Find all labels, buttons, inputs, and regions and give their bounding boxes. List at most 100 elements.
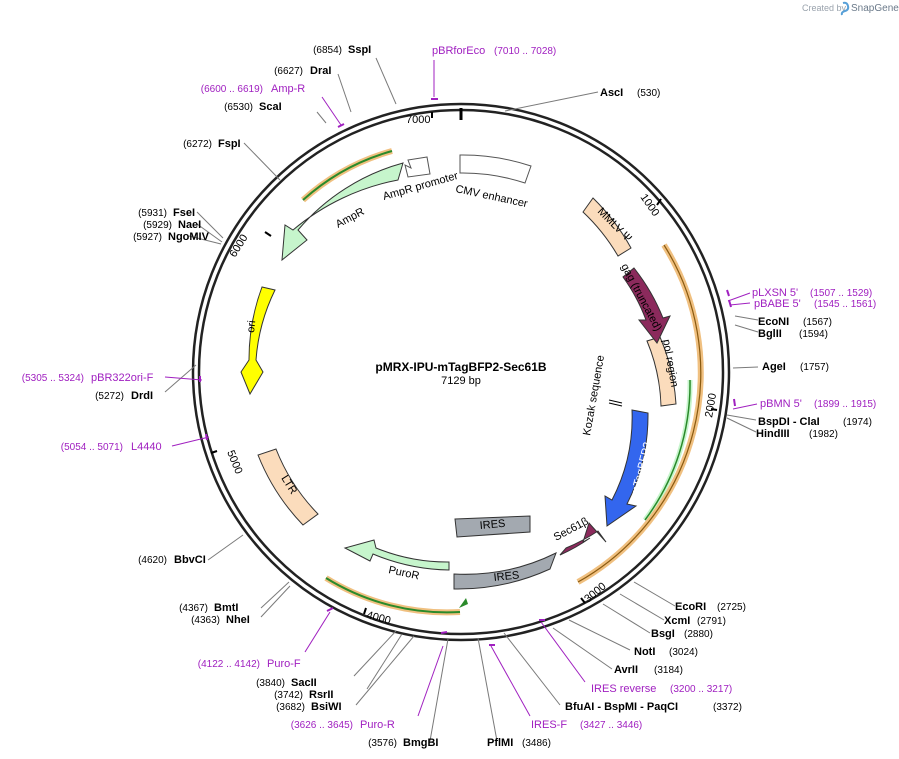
primer-puro-r[interactable]: Puro-R [360,719,395,731]
primer-range-puro-f: (4122 .. 4142) [198,659,260,670]
primer-pbabe-5[interactable]: pBABE 5' [754,298,801,310]
site-pos-sspi: (6854) [313,45,342,56]
site-pos-noti: (3024) [669,647,698,658]
site-pos-xcmi: (2791) [697,616,726,627]
credit-prefix: Created by [802,3,847,13]
site-fsei[interactable]: FseI [173,207,195,219]
primer-ires-reverse[interactable]: IRES reverse [591,683,656,695]
site-rsrii[interactable]: RsrII [309,689,333,701]
feature-cmv-enhancer[interactable] [459,154,532,184]
feature-ampr-label: AmpR [334,206,367,231]
site-pos-rsrii: (3742) [274,690,303,701]
site-pos-hindiii: (1982) [809,429,838,440]
site-pos-avrii: (3184) [654,665,683,676]
tick-label-1000: 1000 [638,192,662,219]
site-pos-pflmi: (3486) [522,738,551,749]
site-pos-bsiwi: (3682) [276,702,305,713]
site-pos-bsgi: (2880) [684,629,713,640]
site-labels: (6854) SspI (6627) DraI (6530) ScaI (627… [95,44,872,749]
primer-plxsn-5[interactable]: pLXSN 5' [752,287,798,299]
feature-ires-lower[interactable] [453,551,557,590]
feature-cmv-enhancer-label: CMV enhancer [454,183,529,210]
orf-gagpol-inner [577,244,702,583]
feature-ampr-promoter[interactable] [404,156,431,178]
feature-mtagbfp2[interactable] [604,409,649,527]
site-pos-bfuai: (3372) [713,702,742,713]
site-drdi[interactable]: DrdI [131,390,153,402]
site-bsgi[interactable]: BsgI [651,628,675,640]
site-noti[interactable]: NotI [634,646,655,658]
primer-range-amp-r: (6600 .. 6619) [201,84,263,95]
site-sacii[interactable]: SacII [291,677,317,689]
feature-ires-upper-label: IRES [479,518,506,532]
tick-2000 [710,408,718,411]
site-pos-asci: (530) [637,88,660,99]
site-pos-drdi: (5272) [95,391,124,402]
site-bbvci[interactable]: BbvCI [174,554,206,566]
plasmid-name: pMRX-IPU-mTagBFP2-Sec61B [375,360,546,374]
primer-range-pbrforeco: (7010 .. 7028) [494,46,556,57]
feature-gag[interactable] [622,267,671,344]
site-pos-ecori: (2725) [717,602,746,613]
site-bspdi-clai[interactable]: BspDI - ClaI [758,416,820,428]
site-pos-drai: (6627) [274,66,303,77]
primer-pbrforeco[interactable]: pBRforEco [432,45,485,57]
primer-range-ires-reverse: (3200 .. 3217) [670,684,732,695]
primer-range-pbabe-5: (1545 .. 1561) [814,299,876,310]
site-pos-bbvci: (4620) [138,555,167,566]
credit-brand: SnapGene [851,3,899,14]
snapgene-logo-icon [840,1,850,16]
feature-sec61b[interactable] [559,522,607,556]
site-ngomiv[interactable]: NgoMIV [168,231,210,243]
feature-ires-upper[interactable] [454,515,531,538]
site-bsiwi[interactable]: BsiWI [311,701,342,713]
site-agei[interactable]: AgeI [762,361,786,373]
feature-ltr[interactable] [257,448,319,526]
site-asci[interactable]: AscI [600,87,623,99]
site-bglii[interactable]: BglII [758,328,782,340]
orf-puror-arrowhead [459,598,468,608]
orf-bfp-inner [644,379,691,521]
site-pos-fsei: (5931) [138,208,167,219]
primer-range-l4440: (5054 .. 5071) [61,442,123,453]
site-scai[interactable]: ScaI [259,101,282,113]
site-xcmi[interactable]: XcmI [664,615,690,627]
feature-mmlv-psi[interactable] [582,197,632,257]
feature-ori[interactable] [240,286,276,396]
site-bmti[interactable]: BmtI [214,602,238,614]
primer-markers [199,98,736,646]
feature-kozak-mark[interactable] [608,399,623,404]
tick-label-5000: 5000 [224,449,244,476]
tick-4000 [363,607,367,615]
site-econi[interactable]: EcoNI [758,316,789,328]
site-bfuai-bspmi-paqci[interactable]: BfuAI - BspMI - PaqCI [565,701,678,713]
feature-ori-label: ori [245,320,258,333]
orf-puror-inner [325,577,461,614]
primer-ires-f[interactable]: IRES-F [531,719,567,731]
site-drai[interactable]: DraI [310,65,331,77]
primer-pbr322ori-f[interactable]: pBR322ori-F [91,372,154,384]
site-sspi[interactable]: SspI [348,44,371,56]
site-nhei[interactable]: NheI [226,614,250,626]
site-ecori[interactable]: EcoRI [675,601,706,613]
primer-range-puro-r: (3626 .. 3645) [291,720,353,731]
site-naei[interactable]: NaeI [178,219,201,231]
feature-pol-region[interactable] [646,336,677,407]
site-hindiii[interactable]: HindIII [756,428,790,440]
primer-amp-r[interactable]: Amp-R [271,83,305,95]
site-bmgbi[interactable]: BmgBI [403,737,438,749]
site-pos-ngomiv: (5927) [133,232,162,243]
site-pos-sacii: (3840) [256,678,285,689]
primer-pbmn-5[interactable]: pBMN 5' [760,398,802,410]
primer-puro-f[interactable]: Puro-F [267,658,301,670]
primer-l4440[interactable]: L4440 [131,441,162,453]
site-fspi[interactable]: FspI [218,138,241,150]
tick-6000 [264,231,272,237]
site-pos-bspdi: (1974) [843,417,872,428]
feature-puror[interactable] [343,539,450,571]
feature-ampr[interactable] [281,162,404,262]
site-pflmi[interactable]: PflMI [487,737,513,749]
site-avrii[interactable]: AvrII [614,664,638,676]
site-pos-bmti: (4367) [179,603,208,614]
